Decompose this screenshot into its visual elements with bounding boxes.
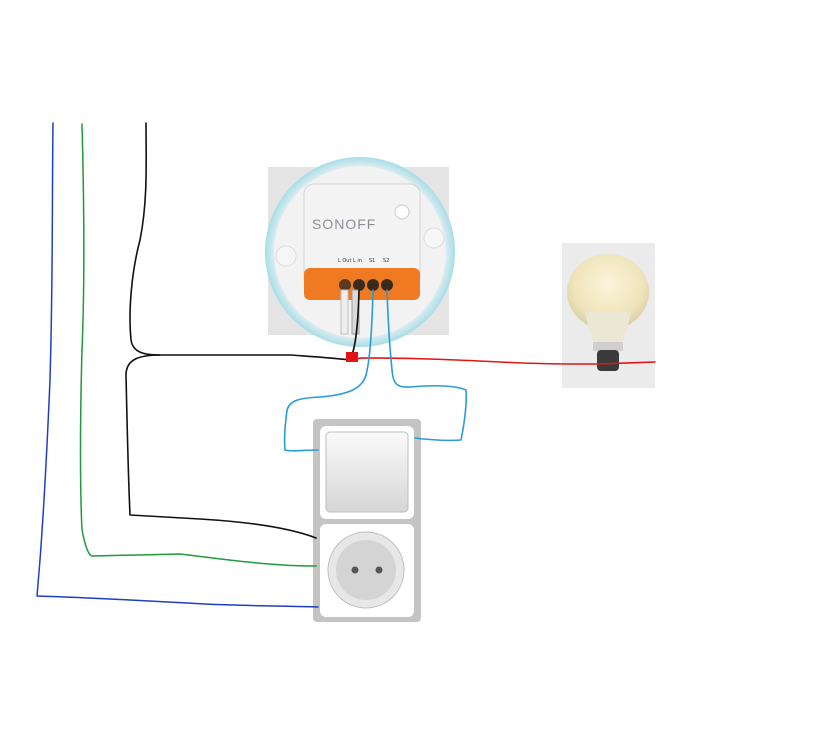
phase-wire <box>129 122 351 361</box>
socket-pin-hole-right <box>375 566 383 574</box>
phase-wire-return <box>125 354 317 539</box>
earth-wire <box>79 123 317 567</box>
light-bulb-image <box>562 243 655 388</box>
neutral-wire <box>36 122 319 608</box>
terminal-label-l-in: L in <box>353 258 362 264</box>
lamp-wire-connector <box>346 352 358 362</box>
terminal-label-s1: S1 <box>369 258 375 264</box>
wire-stub-l-out <box>340 289 349 335</box>
lamp-wire <box>353 357 656 365</box>
wires <box>36 122 656 608</box>
bulb-glass <box>567 254 649 330</box>
terminal-label-s2: S2 <box>383 258 389 264</box>
s2-switch-wire <box>386 289 467 442</box>
bulb-neck <box>585 312 631 348</box>
socket-pin-hole-left <box>351 566 359 574</box>
sonoff-module-image: SONOFF L Out L in S1 S2 <box>265 157 455 347</box>
terminal-s2 <box>381 279 393 291</box>
module-brand-label: SONOFF <box>312 216 376 232</box>
mounting-ear-left <box>275 245 297 267</box>
bulb-collar <box>593 342 623 351</box>
socket-recess <box>336 540 396 600</box>
s1-switch-wire <box>283 289 374 452</box>
switch-socket-plate <box>313 419 421 622</box>
terminal-l-out <box>339 279 351 291</box>
terminal-s1 <box>367 279 379 291</box>
terminal-l-in <box>353 279 365 291</box>
mounting-ear-right <box>423 227 445 249</box>
module-pairing-button <box>394 204 410 220</box>
terminal-label-l-out: L Out <box>338 258 351 264</box>
light-switch-rocker <box>325 431 409 513</box>
bulb-base <box>597 350 619 371</box>
